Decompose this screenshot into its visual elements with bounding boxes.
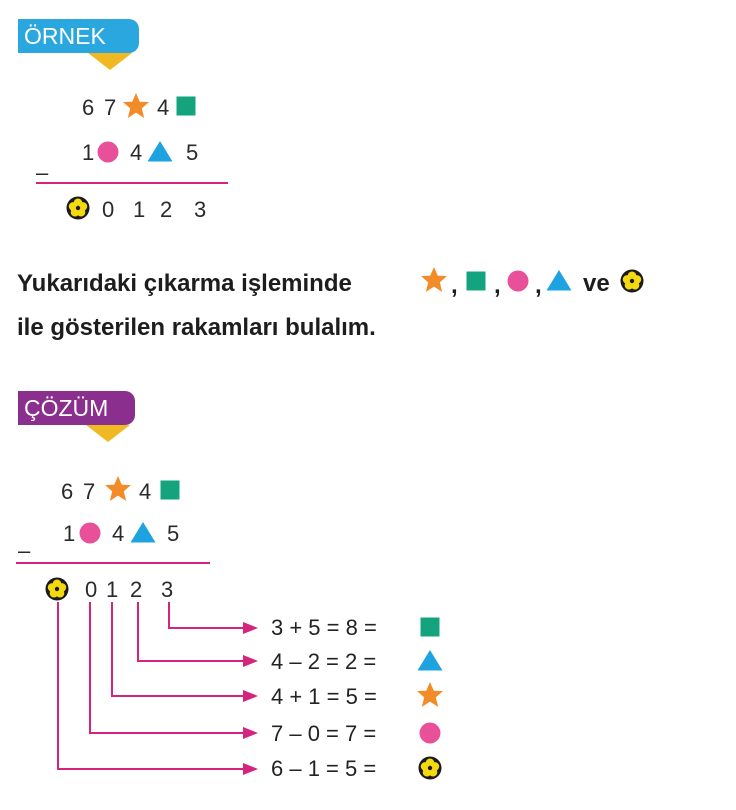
arrow-to-step-5 [57,602,244,770]
step-expression: 3 + 5 = 8 = [271,615,377,640]
triangle-icon [417,650,443,671]
question-line1: Yukarıdaki çıkarma işleminde [17,270,352,297]
example-row2-digit1: 1 [82,140,95,165]
solution-divider [16,562,210,564]
arrow-to-step-1 [168,602,244,629]
step-expression: 6 – 1 = 5 = [271,756,377,781]
solution-tag-pointer [86,425,130,442]
example-row1-digit2: 7 [104,95,117,120]
question-connector: ve [583,270,610,297]
arrowhead [243,655,258,667]
question-line2: ile gösterilen rakamları bulalım. [17,314,376,341]
solution-result-digit2: 0 [85,577,98,602]
example-row2-digit5: 5 [186,140,199,165]
arrowhead [243,763,258,775]
example-tag-pointer [88,53,132,70]
solution-result-digit5: 3 [161,577,174,602]
arrow-to-step-2 [137,602,244,662]
solution-result-digit3: 1 [106,577,119,602]
solution-tag: ÇÖZÜM [18,391,135,425]
solution-minus-sign: – [18,538,31,563]
example-tag: ÖRNEK [18,19,139,53]
question-comma: , [535,272,542,299]
example-divider [36,182,228,184]
example-minus-sign: – [36,160,49,185]
square-icon [420,617,440,637]
example-result-digit5: 3 [194,197,207,222]
step-expression: 4 + 1 = 5 = [271,684,377,709]
arrow-to-step-3 [111,602,244,697]
solution-result-digit4: 2 [130,577,143,602]
solution-row2-digit3: 4 [112,521,125,546]
solution-row2-digit1: 1 [63,521,76,546]
example-row1-digit1: 6 [82,95,95,120]
flower-icon [418,756,442,780]
circle-icon [419,722,441,744]
solution-row1-digit4: 4 [139,479,152,504]
solution-row2-digit5: 5 [167,521,180,546]
solution-row1-digit2: 7 [83,479,96,504]
solution-tag-label: ÇÖZÜM [24,395,109,421]
step-expression: 4 – 2 = 2 = [271,649,377,674]
arrowhead [243,690,258,702]
arrowhead [243,622,258,634]
example-row2-digit3: 4 [130,140,143,165]
example-result-digit4: 2 [160,197,173,222]
step-expression: 7 – 0 = 7 = [271,721,377,746]
example-tag-label: ÖRNEK [24,23,106,49]
question-comma: , [494,272,501,299]
arrowhead [243,727,258,739]
example-row1-digit4: 4 [157,95,170,120]
solution-row1-digit1: 6 [61,479,74,504]
question-comma: , [451,272,458,299]
example-result-digit3: 1 [133,197,146,222]
arrow-to-step-4 [89,602,244,734]
star-icon [417,682,443,707]
example-result-digit2: 0 [102,197,115,222]
